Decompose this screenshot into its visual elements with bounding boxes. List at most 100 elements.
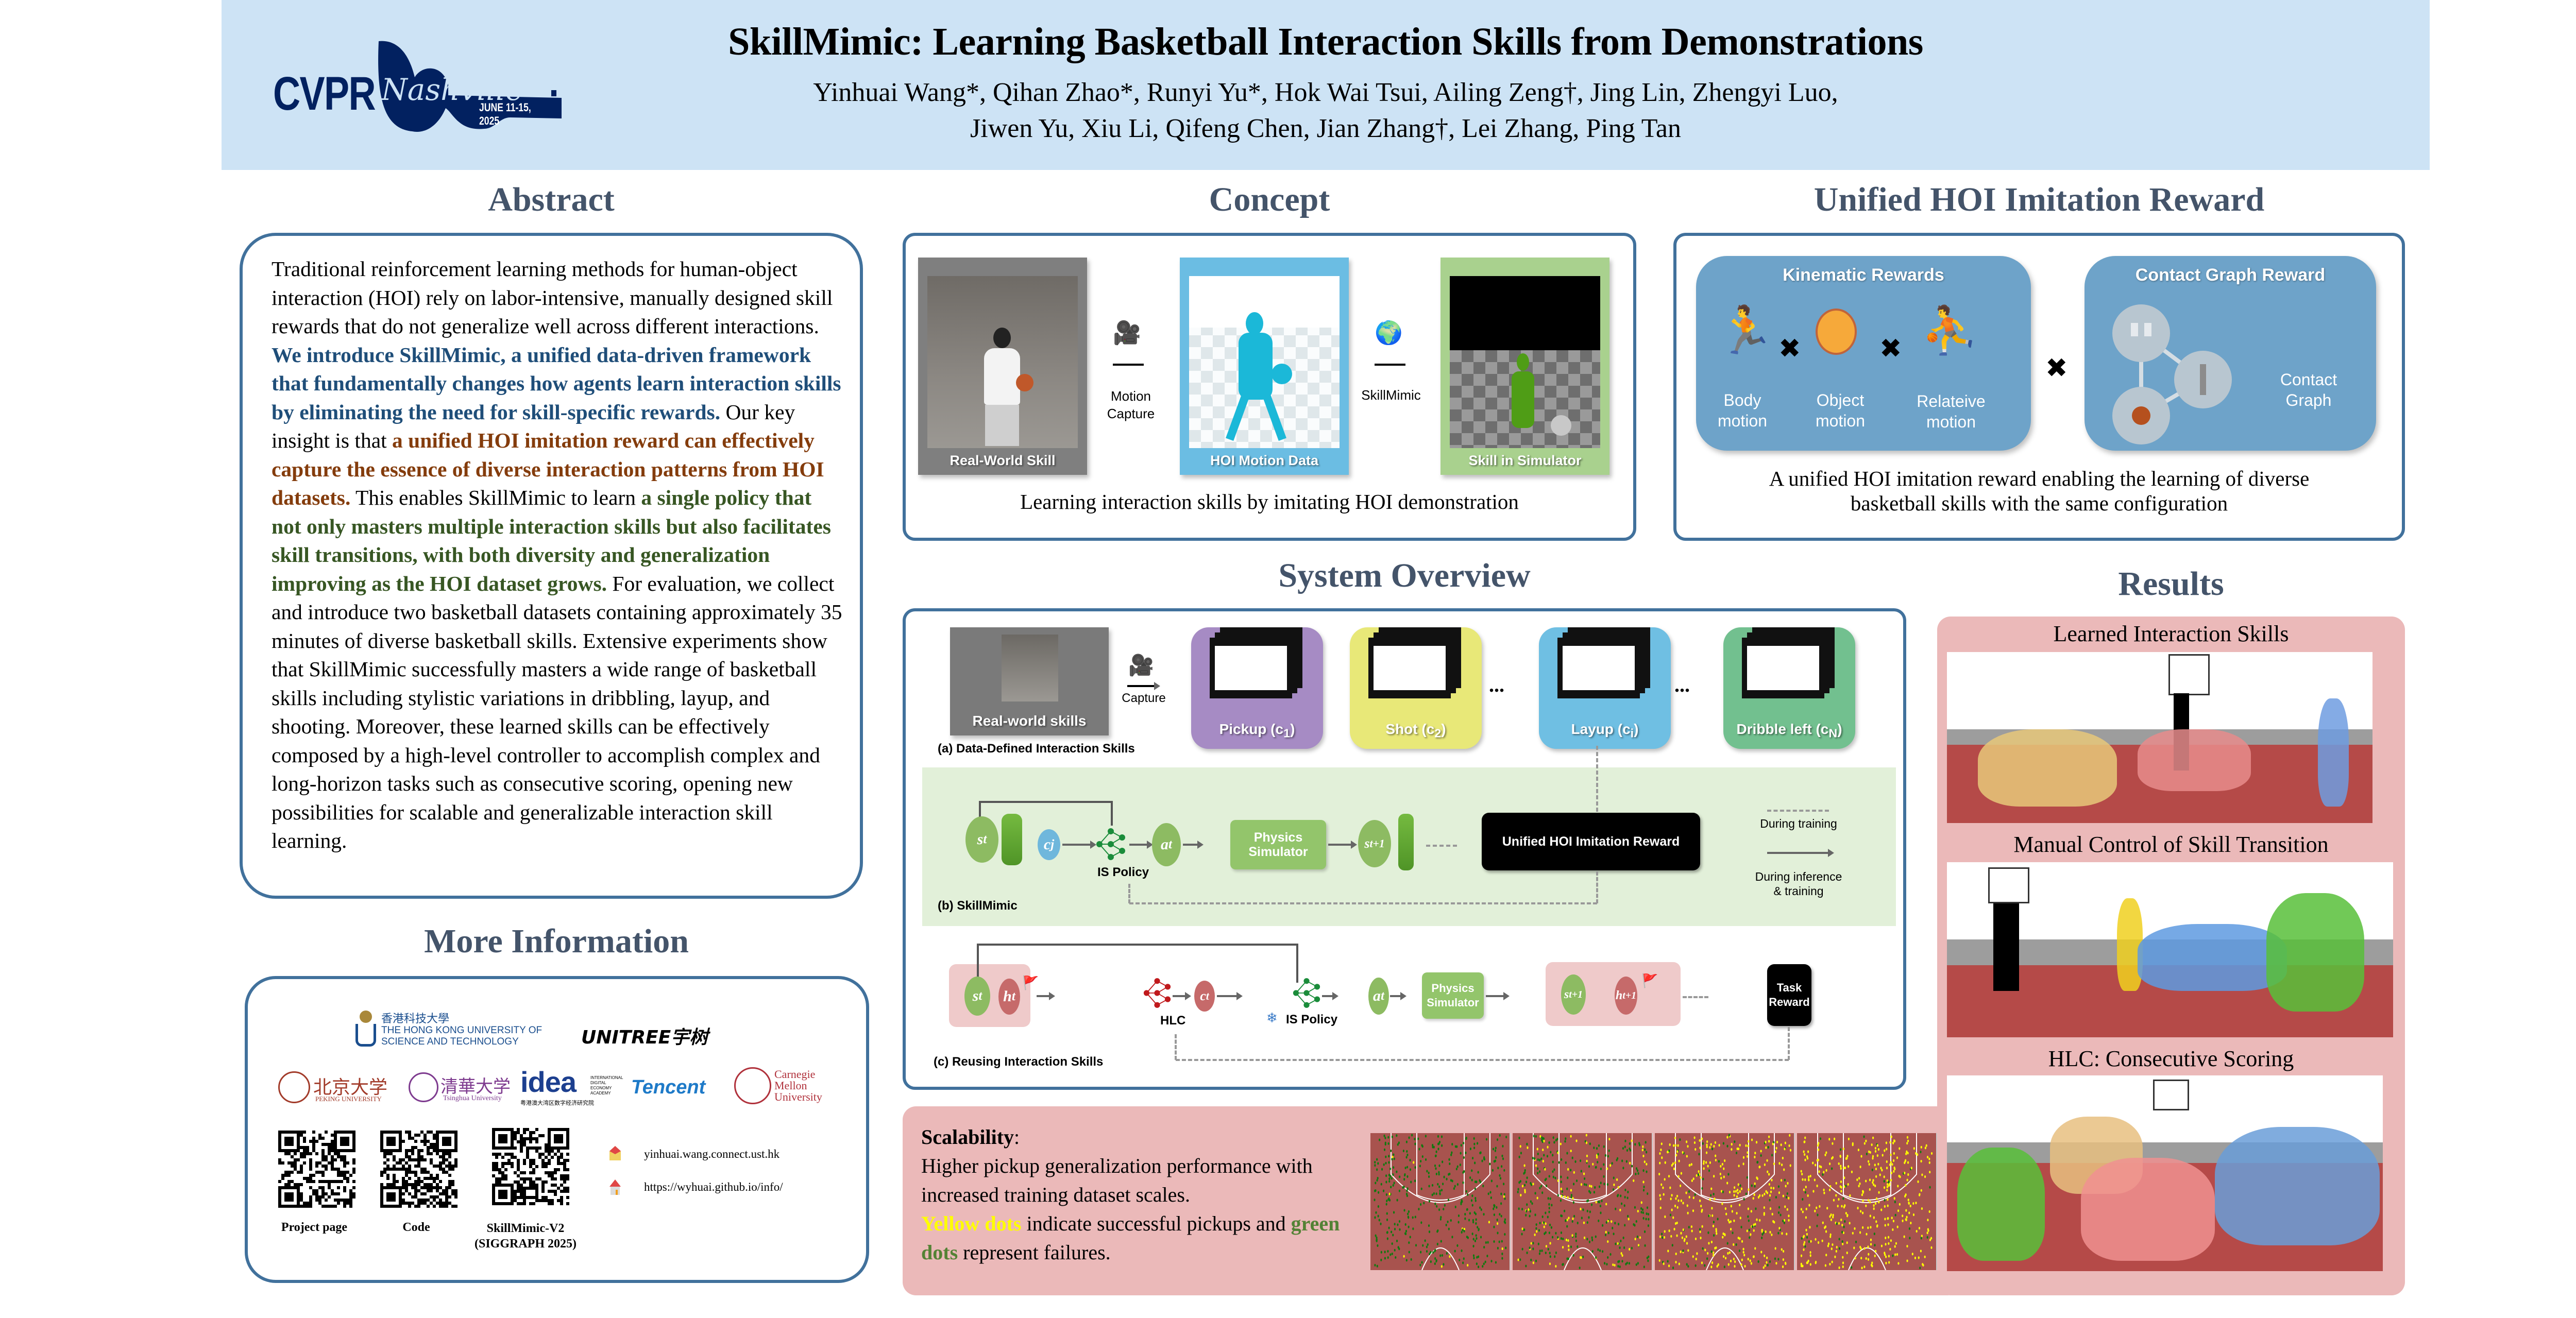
qr-code-icon[interactable] — [380, 1131, 457, 1208]
failure-dot — [1598, 1185, 1601, 1188]
success-dot — [1557, 1151, 1559, 1154]
success-dot — [1803, 1241, 1806, 1244]
failure-dot — [1838, 1238, 1840, 1241]
success-dot — [1747, 1258, 1749, 1261]
failure-dot — [1661, 1233, 1663, 1236]
failure-dot — [1380, 1258, 1382, 1261]
failure-dot — [1496, 1138, 1499, 1141]
success-dot — [1889, 1247, 1891, 1251]
scalability-mid: indicate successful pickups and — [1021, 1212, 1291, 1235]
success-dot — [1778, 1227, 1781, 1230]
film-strip-icon — [1742, 638, 1824, 698]
qr-code-icon[interactable] — [492, 1128, 569, 1205]
failure-dot — [1374, 1164, 1376, 1167]
failure-dot — [1588, 1216, 1590, 1219]
success-dot — [1886, 1179, 1888, 1182]
failure-dot — [1375, 1234, 1377, 1237]
success-dot — [1894, 1253, 1896, 1256]
success-dot — [1664, 1230, 1666, 1233]
success-dot — [1750, 1262, 1753, 1265]
film-strip-icon — [1210, 638, 1292, 698]
legend-inference-label-1: During inference — [1755, 870, 1842, 883]
success-dot — [1887, 1204, 1889, 1207]
failure-dot — [1490, 1259, 1493, 1263]
success-dot — [1772, 1220, 1774, 1223]
qr-code-icon[interactable] — [278, 1131, 355, 1208]
success-dot — [1733, 1194, 1735, 1197]
homepage-link[interactable]: https://wyhuai.github.io/info/ — [644, 1180, 783, 1193]
green-dots-label: green dots — [921, 1212, 1340, 1264]
failure-dot — [1757, 1260, 1759, 1263]
failure-dot — [1777, 1258, 1780, 1261]
failure-dot — [1637, 1172, 1639, 1175]
skillmimic-arrow-label: SkillMimic — [1361, 387, 1421, 403]
success-dot — [1566, 1218, 1568, 1222]
success-dot — [1825, 1230, 1827, 1233]
success-dot — [1918, 1256, 1920, 1259]
success-dot — [1829, 1188, 1831, 1191]
success-dot — [1676, 1150, 1679, 1153]
success-dot — [1841, 1224, 1843, 1227]
failure-dot — [1408, 1251, 1410, 1254]
failure-dot — [1838, 1247, 1841, 1250]
failure-dot — [1822, 1173, 1824, 1176]
success-dot — [1771, 1233, 1773, 1237]
failure-dot — [1534, 1192, 1536, 1195]
success-dot — [1910, 1167, 1912, 1170]
authors-line-2: Jiwen Yu, Xiu Li, Qifeng Chen, Jian Zhan… — [970, 114, 1681, 143]
legend-training-label: During training — [1760, 817, 1837, 830]
failure-dot — [1756, 1161, 1758, 1164]
success-dot — [1842, 1148, 1844, 1151]
success-dot — [1867, 1199, 1870, 1202]
success-dot — [1532, 1261, 1534, 1264]
failure-dot — [1521, 1247, 1523, 1251]
failure-dot — [1644, 1244, 1646, 1247]
success-dot — [1783, 1219, 1786, 1222]
success-dot — [1673, 1167, 1675, 1171]
failure-dot — [1477, 1171, 1479, 1174]
failure-dot — [1537, 1172, 1539, 1175]
failure-dot — [1804, 1245, 1806, 1248]
success-dot — [1906, 1136, 1909, 1139]
failure-dot — [1641, 1208, 1644, 1211]
failure-dot — [1459, 1163, 1461, 1167]
failure-dot — [1495, 1261, 1497, 1264]
success-dot — [1545, 1222, 1547, 1225]
success-dot — [1748, 1140, 1750, 1143]
success-dot — [1859, 1245, 1861, 1248]
failure-dot — [1751, 1184, 1753, 1187]
failure-dot — [1376, 1236, 1378, 1239]
failure-dot — [1606, 1183, 1608, 1186]
skill-paren: ) — [1290, 721, 1295, 738]
failure-dot — [1482, 1185, 1484, 1188]
skills-ellipsis-2: ... — [1674, 673, 1690, 696]
success-dot — [1803, 1235, 1805, 1238]
failure-dot — [1694, 1193, 1696, 1196]
unified-reward-box: Unified HOI Imitation Reward — [1482, 813, 1700, 870]
success-dot — [1808, 1204, 1810, 1207]
success-dot — [1613, 1183, 1615, 1186]
failure-dot — [1387, 1136, 1389, 1139]
failure-dot — [1543, 1221, 1545, 1224]
success-dot — [1682, 1151, 1684, 1154]
failure-dot — [1586, 1238, 1588, 1241]
failure-dot — [1424, 1239, 1426, 1242]
failure-dot — [1642, 1189, 1645, 1192]
failure-dot — [1570, 1169, 1572, 1172]
arrow — [1062, 841, 1096, 849]
success-dot — [1886, 1148, 1888, 1151]
failure-dot — [1871, 1168, 1873, 1172]
failure-dot — [1710, 1250, 1713, 1253]
success-dot — [1694, 1237, 1697, 1240]
success-dot — [1751, 1138, 1753, 1141]
failure-dot — [1713, 1221, 1715, 1224]
failure-dot — [1547, 1216, 1549, 1219]
success-dot — [1692, 1196, 1694, 1200]
success-dot — [1846, 1154, 1849, 1158]
failure-dot — [1461, 1230, 1463, 1234]
email-link[interactable]: yinhuai.wang.connect.ust.hk — [644, 1148, 780, 1160]
success-dot — [1869, 1151, 1871, 1154]
failure-dot — [1591, 1236, 1593, 1239]
failure-dot — [1537, 1167, 1539, 1170]
